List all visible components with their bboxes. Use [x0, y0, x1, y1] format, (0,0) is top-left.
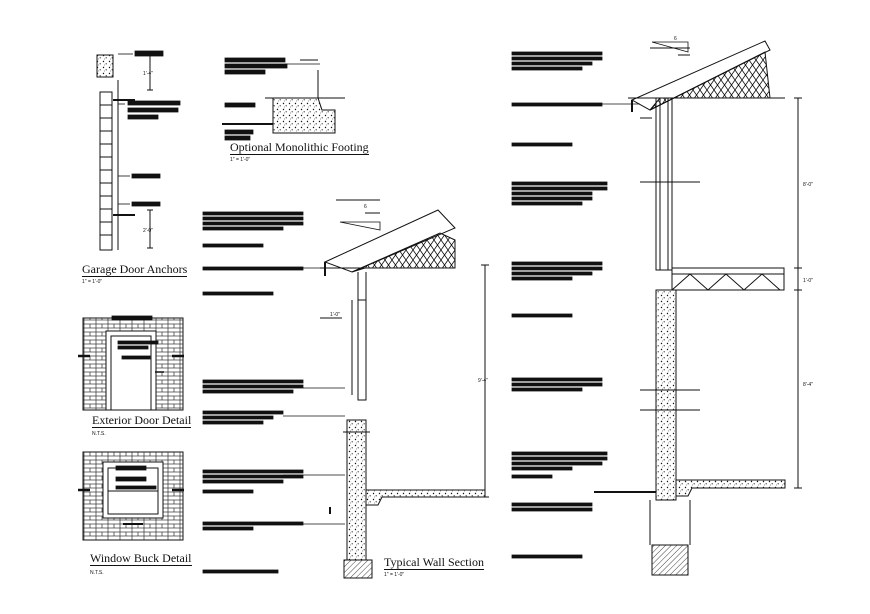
detail-scale-door: N.T.S. — [92, 431, 106, 437]
detail-scale-garage: 1" = 1'-0" — [82, 279, 103, 285]
dimension-label: 1'-0" — [330, 312, 340, 318]
dimension-label: 8'-0" — [803, 182, 813, 188]
detail-title-exterior-door: Exterior Door Detail — [92, 413, 192, 428]
dimension-label: 9'-4" — [478, 378, 488, 384]
detail-title-typical-wall-section: Typical Wall Section — [384, 555, 484, 570]
garage-door-anchor-detail — [96, 54, 153, 251]
detail-title-monolithic-footing: Optional Monolithic Footing — [230, 140, 369, 155]
detail-title-window-buck: Window Buck Detail — [90, 551, 192, 566]
detail-scale-footing: 1" = 1'-0" — [230, 157, 251, 163]
detail-scale-wall: 1" = 1'-0" — [384, 572, 405, 578]
detail-title-garage-door-anchors: Garage Door Anchors — [82, 262, 188, 277]
detail-scale-window: N.T.S. — [90, 570, 104, 576]
leader-note-icon — [111, 41, 689, 574]
dimension-label: 1'-0" — [803, 278, 813, 284]
typical-wall-section-detail — [320, 199, 489, 579]
exterior-door-detail — [78, 317, 184, 411]
dimension-label: 1'-4" — [143, 71, 153, 77]
monolithic-footing-detail — [222, 59, 345, 134]
dimension-label: 8'-4" — [803, 382, 813, 388]
window-buck-detail — [78, 451, 184, 541]
dimension-label: 2'-0" — [143, 228, 153, 234]
two-story-wall-section-detail — [594, 40, 802, 576]
pitch-label: 6 — [364, 204, 367, 210]
pitch-label: 6 — [674, 36, 677, 42]
